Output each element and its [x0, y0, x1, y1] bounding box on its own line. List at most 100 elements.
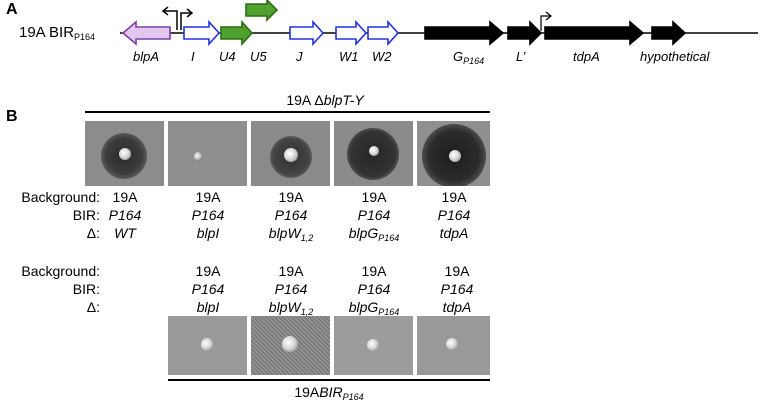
col-delta-text: WT: [114, 225, 136, 241]
gene-label-tdpA: tdpA: [573, 49, 600, 64]
gene-arrow-J: [289, 19, 325, 47]
panel-a-letter: A: [6, 1, 18, 18]
bottom-bar-line: [168, 379, 490, 381]
gene-arrow-U4: [220, 19, 254, 47]
col-delta-text: tdpA: [442, 299, 472, 315]
gene-arrow-U5: [245, 0, 279, 22]
col-background: 19A: [278, 263, 304, 279]
top-row-label-background: Background:: [21, 189, 100, 205]
col-bir: P164: [440, 281, 474, 297]
bottom-col-blpI: 19A P164 blpI: [163, 262, 253, 316]
gene-arrow-L: [507, 20, 543, 46]
col-background: 19A: [195, 263, 221, 279]
bottom-bar-sub: P164: [342, 392, 364, 402]
col-bir: P164: [437, 207, 471, 223]
top-row-label-bir: BIR:: [72, 207, 100, 223]
col-bir: P164: [357, 207, 391, 223]
bottom-col-tdpA: 19A P164 tdpA: [412, 262, 502, 316]
col-delta-sub: P164: [378, 307, 400, 317]
col-background: 19A: [361, 189, 387, 205]
colony: [282, 336, 298, 352]
col-delta: blpI: [163, 298, 253, 316]
construct-base: 19A BIR: [19, 24, 75, 41]
col-background: 19A: [195, 189, 221, 205]
col-delta: tdpA: [409, 224, 499, 242]
col-delta-sub: P164: [378, 233, 400, 243]
gene-arrow-I: [183, 19, 221, 47]
col-delta-text: tdpA: [439, 225, 469, 241]
col-delta: tdpA: [412, 298, 502, 316]
col-background: 19A: [112, 189, 138, 205]
bottom-row-label-delta: Δ:: [86, 299, 100, 315]
top-row-label-delta: Δ:: [86, 225, 100, 241]
top-col-blpW: 19A P164 blpW1,2: [246, 188, 336, 243]
col-bir: P164: [274, 207, 308, 223]
gene-label-U4: U4: [219, 49, 236, 64]
bottom-row-label-background: Background:: [21, 263, 100, 279]
gene-arrow-G: [424, 20, 505, 46]
colony: [194, 152, 202, 161]
colony: [119, 148, 131, 160]
gene-label-hyp: hypothetical: [640, 49, 710, 64]
plate-top-blpI: [168, 121, 247, 186]
col-background: 19A: [278, 189, 304, 205]
colony: [369, 146, 379, 156]
top-bar-italic: blpT-Y: [323, 92, 364, 108]
gene-arrow-hyp: [651, 20, 687, 46]
panel-b-letter: B: [6, 108, 18, 125]
bottom-col-blpW: 19A P164 blpW1,2: [246, 262, 336, 317]
col-bir: P164: [108, 207, 142, 223]
gene-arrow-tdpA: [544, 20, 645, 46]
top-bar-label: 19A ΔblpT-Y: [245, 93, 405, 108]
colony: [201, 338, 213, 351]
top-col-tdpA: 19A P164 tdpA: [409, 188, 499, 242]
bottom-bar-italic: BIR: [319, 384, 343, 400]
bottom-col-blpG: 19A P164 blpGP164: [329, 262, 419, 317]
col-delta-text: blpW: [268, 299, 301, 315]
col-delta: blpW1,2: [246, 224, 336, 243]
gene-label-L: L’: [516, 49, 526, 64]
col-delta: blpGP164: [329, 224, 419, 243]
colony: [446, 338, 458, 350]
col-bir: P164: [274, 281, 308, 297]
plate-top-tdpA: [417, 121, 490, 186]
gene-arrow-W1: [335, 19, 368, 47]
col-delta: blpI: [163, 224, 253, 242]
col-bir: P164: [357, 281, 391, 297]
colony: [449, 150, 461, 162]
plate-top-blpW: [251, 121, 330, 186]
col-delta-text: blpG: [348, 299, 379, 315]
gene-label-U5: U5: [250, 49, 267, 64]
col-delta-text: blpG: [348, 225, 379, 241]
gene-label-blpA: blpA: [133, 49, 160, 64]
gene-arrow-W2: [367, 19, 400, 47]
gene-label-I: I: [191, 49, 195, 64]
top-col-wt: 19A P164 WT: [80, 188, 170, 242]
col-background: 19A: [361, 263, 387, 279]
col-delta: WT: [80, 224, 170, 242]
col-background: 19A: [444, 263, 470, 279]
col-delta: blpGP164: [329, 298, 419, 317]
construct-sub: P164: [74, 32, 96, 42]
col-delta-text: blpI: [196, 225, 220, 241]
gene-label-G-sub: P164: [463, 56, 485, 66]
construct-label: 19A BIRP164: [19, 24, 96, 42]
col-delta-sub: 1,2: [300, 233, 314, 243]
col-background: 19A: [441, 189, 467, 205]
plate-bottom-blpG: [334, 316, 413, 375]
promoter-left-icon: [161, 6, 178, 30]
col-delta-text: blpW: [268, 225, 301, 241]
promoter-tdpA-icon: [540, 11, 552, 31]
promoter-right-icon: [180, 8, 194, 30]
gene-label-W2: W2: [372, 49, 392, 64]
col-bir: P164: [191, 207, 225, 223]
colony: [284, 148, 298, 162]
bottom-bar-text: 19A: [294, 384, 320, 400]
plate-bottom-tdpA: [417, 316, 490, 375]
top-bar-text: 19A Δ: [286, 92, 324, 108]
colony: [367, 339, 379, 351]
plate-top-wt: [85, 121, 164, 186]
gene-label-G-text: G: [453, 49, 464, 64]
top-bar-line: [85, 111, 490, 113]
col-delta: blpW1,2: [246, 298, 336, 317]
